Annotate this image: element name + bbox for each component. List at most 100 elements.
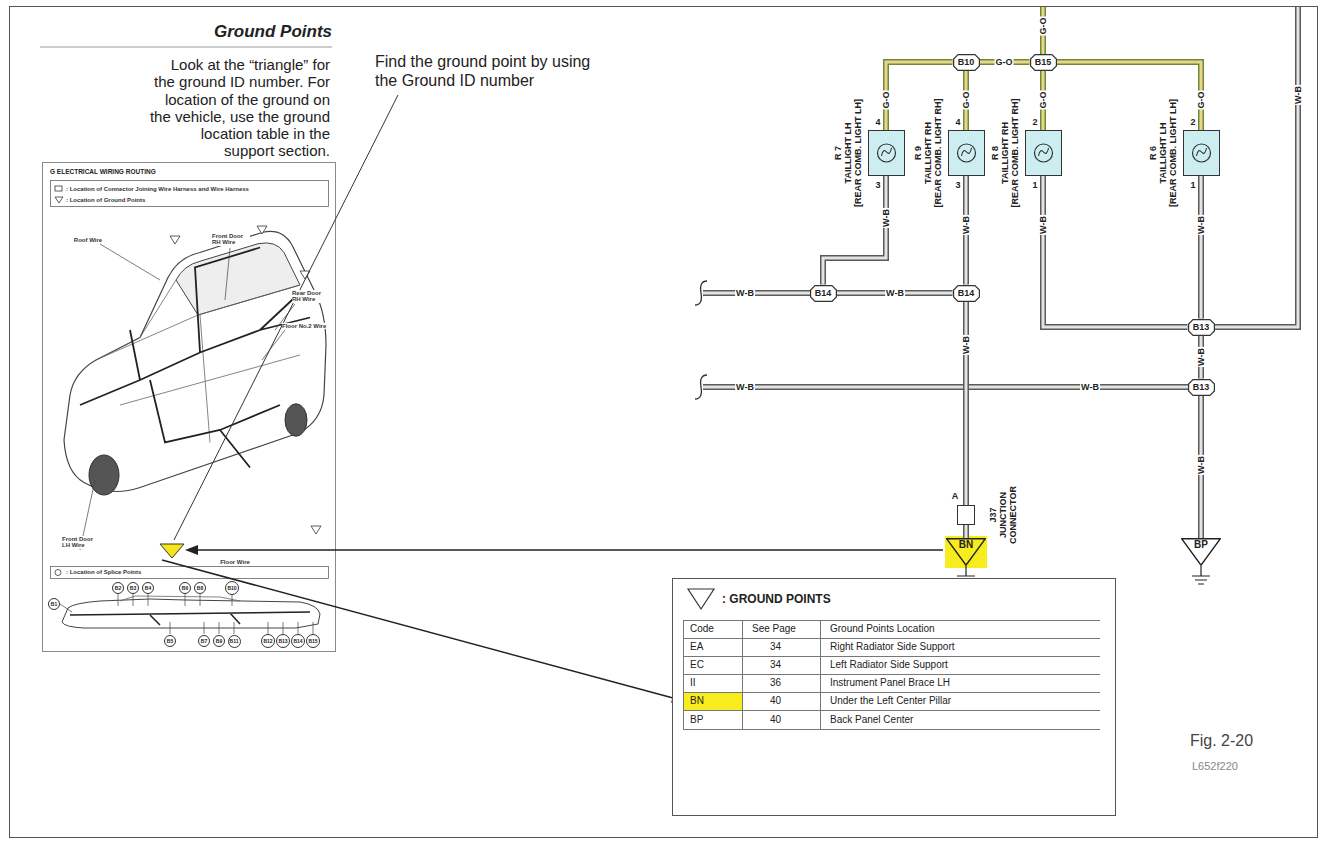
- lamp-circle: [957, 144, 975, 162]
- table-cell: EA: [690, 642, 703, 652]
- splice-callout: B2: [112, 582, 124, 594]
- table-cell: Right Radiator Side Support: [830, 642, 955, 652]
- splice-callout: B5: [164, 635, 176, 647]
- inset-legend-text: : Location of Ground Points: [66, 197, 145, 203]
- node-text: B2: [115, 586, 121, 591]
- splice-outline: [1030, 54, 1056, 70]
- wire-core: [886, 62, 953, 130]
- vehicle-wheel: [89, 455, 119, 495]
- part-label-line: J37: [989, 486, 999, 544]
- splice-callout: B8: [194, 582, 206, 594]
- figure-caption: Fig. 2-20: [1190, 733, 1253, 749]
- lamp-filament: [1196, 148, 1206, 156]
- harness-name: Front Door RH Wire: [212, 233, 250, 246]
- figure-title: Ground Points: [214, 23, 332, 40]
- wire-color-label: W-B: [962, 215, 971, 235]
- splice-outline: [810, 285, 836, 301]
- node-text: B13: [1193, 383, 1210, 392]
- node-text: B14: [958, 289, 975, 298]
- table-cell: BP: [690, 715, 703, 725]
- splice-outline: [953, 54, 979, 70]
- node-text: B9: [216, 639, 222, 644]
- table-cell: Left Radiator Side Support: [830, 660, 948, 670]
- part-label-line: R 7: [834, 99, 844, 207]
- wire-color-label: W-B: [1197, 347, 1206, 367]
- lamp-filament: [1038, 148, 1048, 156]
- wire-harness: [70, 612, 310, 625]
- splice-callout: B11: [228, 635, 241, 648]
- splice-callout: B10: [225, 581, 239, 595]
- pin-number: A: [952, 492, 959, 501]
- wire-connector: [1201, 176, 1202, 319]
- splice-outline: [1188, 379, 1214, 395]
- harness-name: Floor No.2 Wire: [282, 323, 326, 329]
- wire-continuation-mark: [695, 281, 707, 399]
- table-cell: II: [690, 678, 696, 688]
- part-label: R 7TAILLIGHT LH[REAR COMB. LIGHT LH]: [834, 99, 864, 207]
- table-cell: Instrument Panel Brace LH: [830, 678, 950, 688]
- taillight-connector: R 8TAILLIGHT RH[REAR COMB. LIGHT RH]: [1025, 130, 1062, 176]
- table-header: Ground Points Location: [830, 624, 935, 634]
- wire-outline: [1198, 176, 1204, 319]
- splice-point: B14: [953, 285, 980, 302]
- wire-outline: [963, 302, 969, 506]
- wire-outline: [963, 525, 969, 538]
- node-text: B15: [1035, 58, 1052, 67]
- wire-outline: [1043, 176, 1188, 327]
- node-text: B13: [278, 639, 287, 644]
- harness-name: Floor Wire: [220, 559, 250, 565]
- splice-point: B14: [810, 285, 837, 302]
- harness-name: Roof Wire: [74, 237, 102, 243]
- taillight-connector: R 6TAILLIGHT LH[REAR COMB. LIGHT LH]: [1183, 130, 1220, 176]
- part-label-line: R 6: [1149, 99, 1159, 207]
- harness-name: Front Door LH Wire: [62, 536, 100, 549]
- wire-color-label: W-B: [1197, 215, 1206, 235]
- pin-number: 4: [955, 118, 960, 127]
- harness-name: Rear Door RH Wire: [292, 290, 330, 303]
- wire-core: [1043, 176, 1188, 327]
- part-label-line: [REAR COMB. LIGHT RH]: [1010, 99, 1020, 208]
- node-text: B6: [182, 586, 188, 591]
- wire-core: [1057, 62, 1202, 130]
- splice-point: B13: [1188, 319, 1215, 336]
- wire-core: [965, 525, 968, 538]
- node-text: B14: [293, 639, 302, 644]
- lamp-symbol: [1026, 131, 1061, 175]
- junction-connector: J37JUNCTION CONNECTOR: [957, 505, 975, 525]
- wire-connector: [966, 302, 967, 506]
- pin-number: 1: [1032, 181, 1037, 190]
- pointer-arrow-line: [196, 549, 943, 551]
- lamp-circle: [1192, 144, 1210, 162]
- wire-outline: [1057, 62, 1202, 130]
- node-text: B12: [263, 639, 272, 644]
- part-label-line: TAILLIGHT LH: [1159, 99, 1169, 207]
- splice-callout: B9: [213, 635, 225, 647]
- table-grid: [683, 620, 1100, 730]
- wire-core: [965, 302, 968, 506]
- part-label: R 9TAILLIGHT RH[REAR COMB. LIGHT RH]: [914, 99, 944, 208]
- part-label-line: TAILLIGHT LH: [844, 99, 854, 207]
- table-cell: 34: [770, 660, 781, 670]
- explanatory-note: Look at the “triangle” for the ground ID…: [147, 56, 330, 160]
- lamp-circle: [1034, 144, 1052, 162]
- wire-connector: [1057, 62, 1202, 130]
- node-text: BP: [1194, 540, 1208, 550]
- inset-frame: [43, 163, 336, 652]
- splice-callout: B12: [261, 634, 275, 648]
- lamp-filament: [881, 148, 891, 156]
- pointer-arrow-line: [162, 560, 673, 698]
- pin-number: 3: [875, 181, 880, 190]
- wire-color-label: G-O: [1039, 91, 1048, 110]
- wire-color-label: W-B: [1197, 455, 1206, 475]
- wire-color-label: G-O: [995, 58, 1014, 67]
- part-label-line: [REAR COMB. LIGHT LH]: [853, 99, 863, 207]
- splice-callout: B4: [142, 582, 154, 594]
- wire-color-label: W-B: [882, 208, 891, 228]
- ground-outline: [1182, 539, 1220, 565]
- node-text: B4: [145, 586, 151, 591]
- part-label: R 6TAILLIGHT LH[REAR COMB. LIGHT LH]: [1149, 99, 1179, 207]
- ground-highlight: [945, 536, 987, 568]
- vehicle-window: [120, 596, 240, 601]
- table-cell: 40: [770, 715, 781, 725]
